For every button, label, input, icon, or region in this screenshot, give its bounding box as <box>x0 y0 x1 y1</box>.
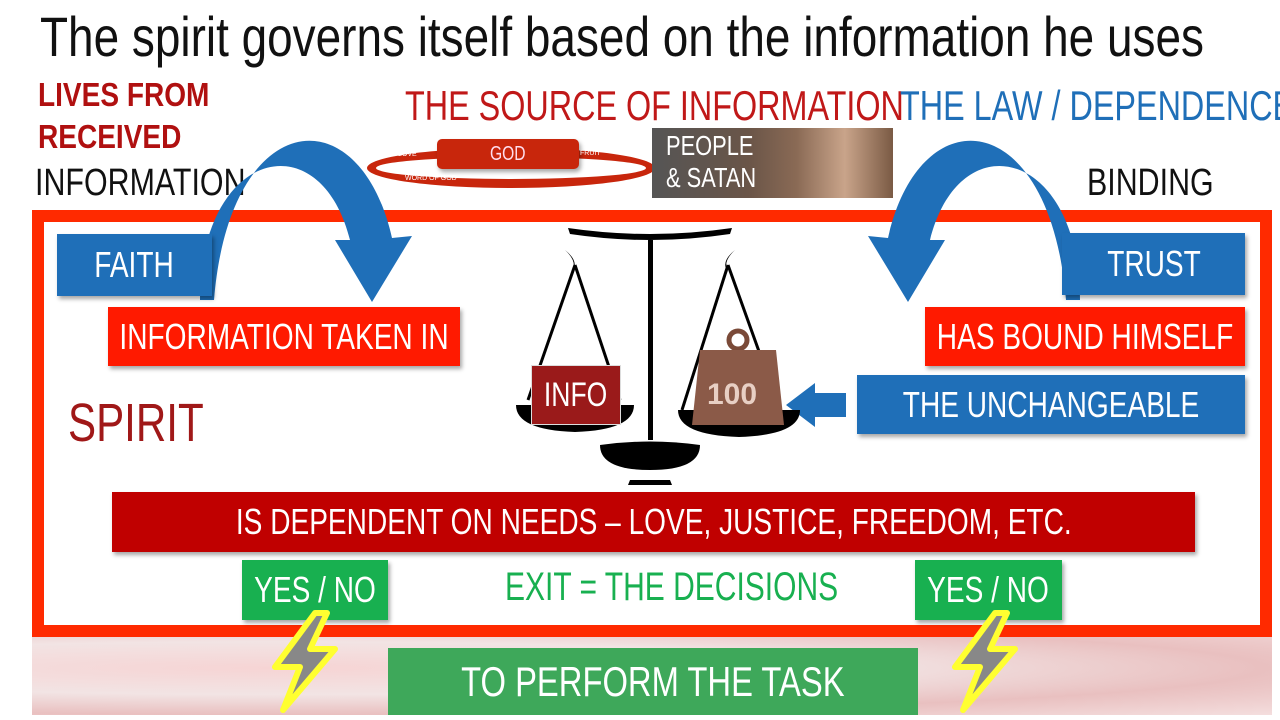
left-arrow-icon <box>786 383 846 427</box>
love-label: LOVE <box>398 151 417 158</box>
people-photo: PEOPLE & SATAN <box>652 128 893 198</box>
god-label: GOD <box>437 139 579 169</box>
needs-bar: IS DEPENDENT ON NEEDS – LOVE, JUSTICE, F… <box>112 492 1195 552</box>
word-of-god-label: WORD OF GOD <box>405 175 457 182</box>
exit-decisions-label: EXIT = THE DECISIONS <box>505 565 839 609</box>
info-weight: INFO <box>531 365 621 425</box>
has-bound-himself-box: HAS BOUND HIMSELF <box>925 307 1245 366</box>
weight-100-label: 100 <box>707 378 758 411</box>
source-heading: THE SOURCE OF INFORMATION <box>405 82 904 129</box>
slide-title: The spirit governs itself based on the i… <box>40 5 1204 68</box>
lightning-left-icon <box>272 610 338 713</box>
binding-label: BINDING <box>1087 162 1214 204</box>
weight-icon <box>692 328 784 425</box>
lives-from-heading: LIVES FROM RECEIVED <box>38 76 210 155</box>
left-curved-arrow-icon <box>200 140 412 302</box>
trust-box: TRUST <box>1062 233 1245 295</box>
unchangeable-box: THE UNCHANGEABLE <box>857 375 1245 434</box>
fruit-label: FRUIT <box>580 150 601 157</box>
yes-no-right: YES / NO <box>915 560 1062 620</box>
right-curved-arrow-icon <box>868 140 1080 302</box>
lightning-right-icon <box>952 610 1018 713</box>
spirit-label: SPIRIT <box>68 393 204 453</box>
information-taken-in-box: INFORMATION TAKEN IN <box>108 307 460 366</box>
perform-task-box: TO PERFORM THE TASK <box>388 648 918 715</box>
faith-box: FAITH <box>57 234 212 296</box>
information-label: INFORMATION <box>35 162 246 204</box>
law-heading: THE LAW / DEPENDENCE <box>900 82 1280 129</box>
